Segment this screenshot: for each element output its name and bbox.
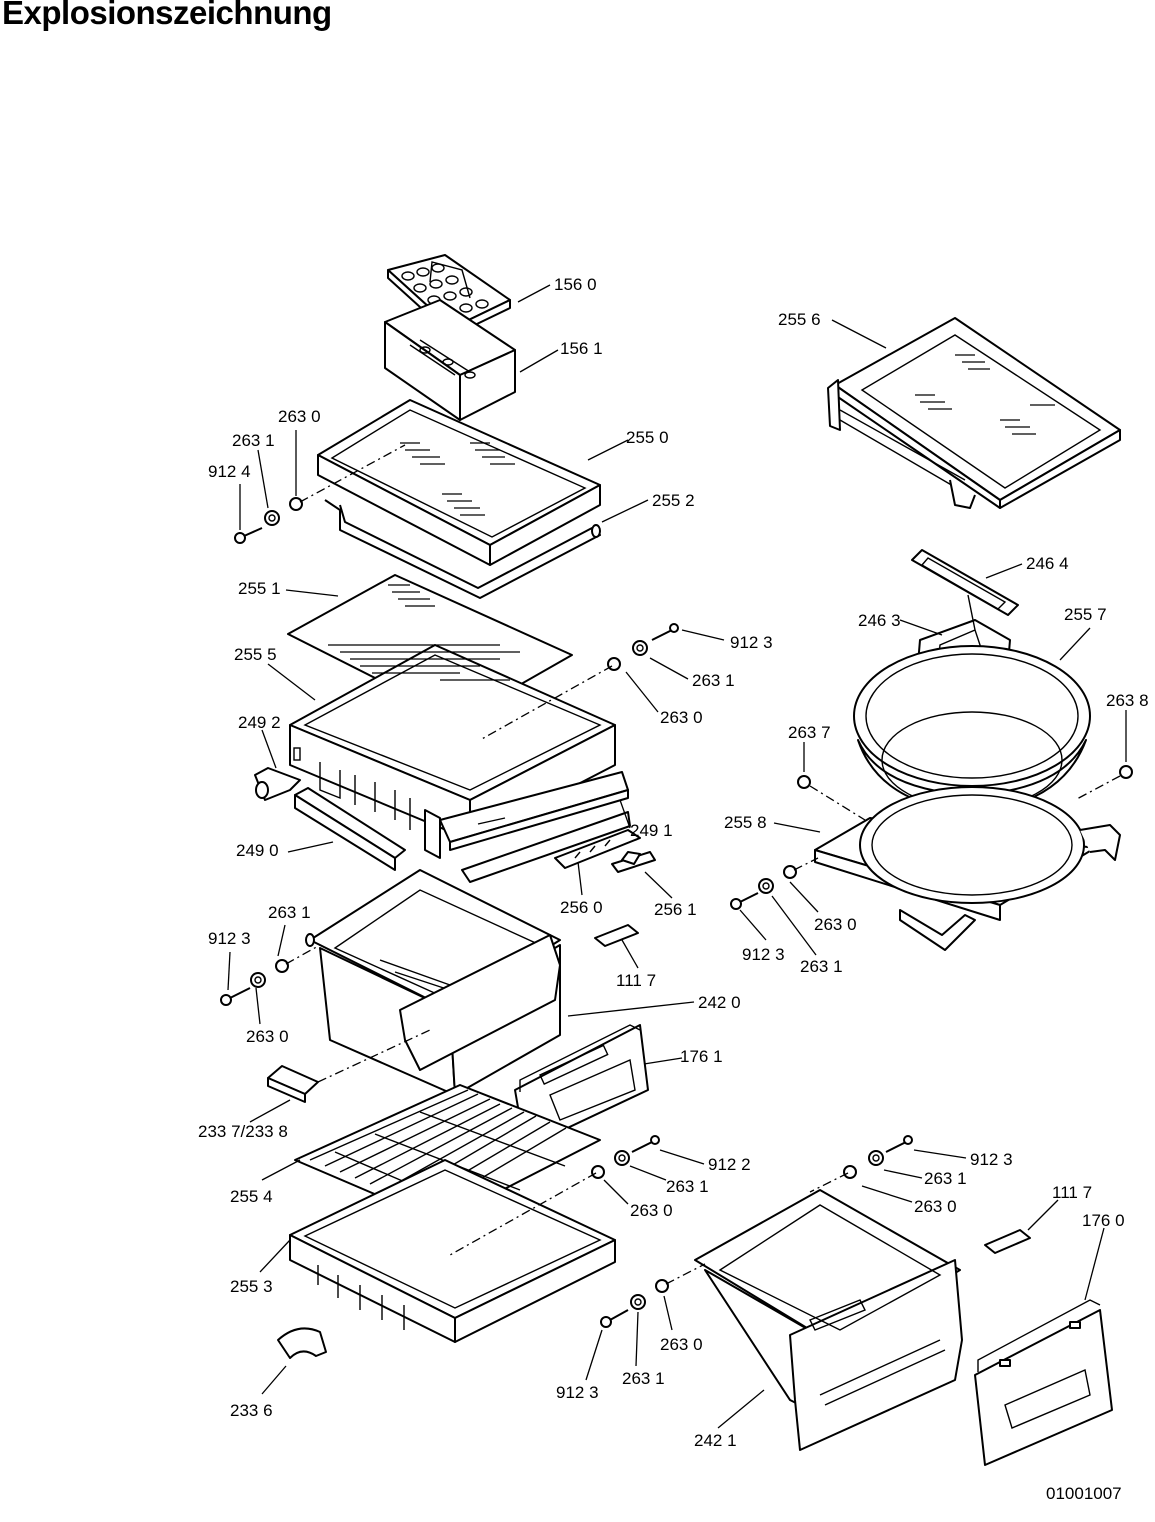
callout-263-0: 263 0	[278, 407, 321, 426]
callout-111-7: 111 7	[1052, 1183, 1092, 1202]
callout-255-3: 255 3	[230, 1277, 273, 1296]
rail-249-2	[254, 767, 301, 801]
callout-263-0: 263 0	[814, 915, 857, 934]
rail-249-1	[439, 771, 631, 883]
bracket-256-1	[611, 851, 656, 873]
callout-255-1: 255 1	[238, 579, 281, 598]
callout-263-0: 263 0	[630, 1201, 673, 1220]
callout-255-5: 255 5	[234, 645, 277, 664]
callout-156-0: 156 0	[554, 275, 597, 294]
callout-912-4: 912 4	[208, 462, 251, 481]
callout-912-3: 912 3	[556, 1383, 599, 1402]
callout-233-7-233-8: 233 7/233 8	[198, 1122, 288, 1141]
callout-255-2: 255 2	[652, 491, 695, 510]
fastener-set-upper-left	[234, 497, 303, 544]
callout-263-8: 263 8	[1106, 691, 1149, 710]
rail-249-0	[294, 787, 406, 871]
callout-263-1: 263 1	[692, 671, 735, 690]
clip-233-6	[277, 1327, 327, 1359]
callout-912-3: 912 3	[970, 1150, 1013, 1169]
glass-shelf-upper	[317, 399, 601, 599]
drawer-front-upper	[514, 1024, 649, 1149]
fastener-set-right	[730, 765, 1133, 910]
callout-176-1: 176 1	[680, 1047, 723, 1066]
drawer-lower	[694, 1189, 963, 1451]
callout-912-3: 912 3	[208, 929, 251, 948]
callout-263-0: 263 0	[660, 1335, 703, 1354]
callout-912-2: 912 2	[708, 1155, 751, 1174]
callout-263-7: 263 7	[788, 723, 831, 742]
holder-frame-246-4	[911, 549, 1019, 616]
fastener-set-mid	[607, 623, 679, 671]
callout-263-1: 263 1	[232, 431, 275, 450]
fastener-set-bottom-left	[600, 1279, 669, 1328]
drawer-upper	[305, 869, 561, 1096]
bottom-frame	[289, 1159, 616, 1343]
callout-242-0: 242 0	[698, 993, 741, 1012]
callout-242-1: 242 1	[694, 1431, 737, 1450]
callout-255-6: 255 6	[778, 310, 821, 329]
callout-263-1: 263 1	[666, 1177, 709, 1196]
callout-labels: 156 0 156 1 255 6 263 0 263 1 912 4 255 …	[198, 275, 1149, 1450]
callout-263-1: 263 1	[800, 957, 843, 976]
callout-246-3: 246 3	[858, 611, 901, 630]
callout-255-7: 255 7	[1064, 605, 1107, 624]
callout-263-0: 263 0	[660, 708, 703, 727]
callout-255-4: 255 4	[230, 1187, 273, 1206]
egg-box	[384, 299, 516, 421]
callout-912-3: 912 3	[730, 633, 773, 652]
drawer-front-lower	[974, 1299, 1113, 1466]
fastener-set-drawer-left	[220, 959, 289, 1006]
callout-263-1: 263 1	[622, 1369, 665, 1388]
fastener-set-bottom-right	[843, 1135, 913, 1179]
callout-249-2: 249 2	[238, 713, 281, 732]
leader-arrows	[227, 284, 1127, 1429]
bracket-256-0	[554, 829, 641, 869]
hinge-233-7	[267, 1065, 319, 1103]
callout-249-0: 249 0	[236, 841, 279, 860]
callout-233-6: 233 6	[230, 1401, 273, 1420]
label-111-7-lower	[984, 1229, 1031, 1254]
callout-246-4: 246 4	[1026, 554, 1069, 573]
callout-263-1: 263 1	[924, 1169, 967, 1188]
label-111-7-upper	[594, 924, 639, 947]
callout-255-8: 255 8	[724, 813, 767, 832]
fastener-set-grid	[591, 1135, 660, 1179]
callout-256-1: 256 1	[654, 900, 697, 919]
callout-263-1: 263 1	[268, 903, 311, 922]
callout-156-1: 156 1	[560, 339, 603, 358]
drawing-number: 01001007	[1046, 1484, 1122, 1503]
assembly-lines	[285, 444, 1121, 1285]
glass-shelf-right	[827, 317, 1121, 509]
callout-249-1: 249 1	[630, 821, 673, 840]
callout-256-0: 256 0	[560, 898, 603, 917]
callout-263-0: 263 0	[914, 1197, 957, 1216]
callout-111-7: 111 7	[616, 971, 656, 990]
callout-263-0: 263 0	[246, 1027, 289, 1046]
callout-912-3: 912 3	[742, 945, 785, 964]
callout-176-0: 176 0	[1082, 1211, 1125, 1230]
turntable-tray	[814, 786, 1121, 951]
page-title: Explosionszeichnung	[2, 0, 332, 31]
callout-255-0: 255 0	[626, 428, 669, 447]
